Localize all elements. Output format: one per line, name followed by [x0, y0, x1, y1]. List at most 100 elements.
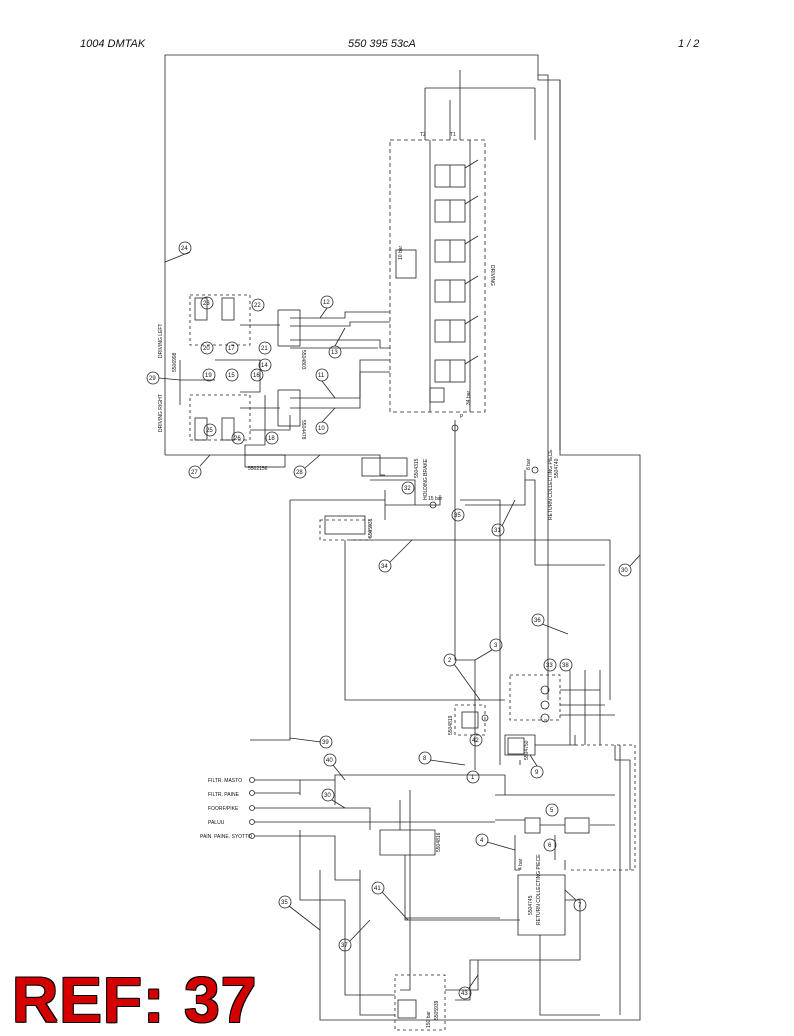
callout-16: 16	[250, 368, 264, 382]
svg-text:40: 40	[326, 758, 333, 764]
callout-26: 26	[231, 431, 245, 445]
svg-text:5: 5	[550, 808, 554, 814]
callout-29: 29	[146, 371, 181, 385]
callout-10: 10	[315, 407, 336, 435]
svg-text:23: 23	[203, 301, 210, 307]
callout-28: 28	[293, 454, 321, 479]
label-foorf-pike: FOORF/PIKE	[208, 806, 239, 812]
label-part-5504819: 5504819	[448, 715, 454, 735]
svg-text:21: 21	[261, 346, 268, 352]
label-part-5504816: 5504816	[436, 832, 442, 852]
svg-text:11: 11	[318, 373, 325, 379]
label-bar-15: 15 bar	[428, 496, 443, 502]
svg-text:8: 8	[423, 756, 427, 762]
svg-text:41: 41	[374, 886, 381, 892]
svg-text:30: 30	[621, 568, 628, 574]
callout-41: 41	[371, 881, 409, 921]
label-holding-brake: HOLDING BRAKE	[423, 458, 429, 500]
label-pain-paine-syotto: PAIN. PAINE. SYOTTO	[200, 834, 252, 840]
label-port-t1: T1	[450, 132, 456, 138]
callout-25: 25	[203, 423, 217, 437]
svg-text:42: 42	[472, 738, 479, 744]
callout-8: 8	[418, 751, 466, 766]
callout-31: 31	[491, 499, 516, 537]
label-part-5502156: 5502156	[248, 466, 268, 472]
header-page-number: 1 / 2	[678, 38, 700, 50]
label-part-5504478: 5504478	[300, 420, 306, 440]
svg-text:29: 29	[149, 376, 156, 382]
callout-4: 4	[475, 833, 516, 851]
label-part-5504803: 5504803	[300, 350, 306, 370]
svg-text:36: 36	[534, 618, 541, 624]
svg-text:27: 27	[191, 470, 198, 476]
header-drawing-number: 550 395 53cA	[348, 38, 416, 50]
pipe-network	[164, 54, 641, 1031]
callout-20: 20	[200, 341, 214, 355]
svg-text:35: 35	[454, 513, 461, 519]
callout-12: 12	[319, 295, 334, 319]
label-bar-34: 34 bar	[466, 390, 472, 405]
callout-39: 39	[289, 735, 333, 749]
callout-9: 9	[529, 754, 544, 779]
svg-text:10: 10	[318, 426, 325, 432]
svg-text:13: 13	[331, 350, 338, 356]
callout-36: 36	[531, 613, 569, 635]
svg-text:15: 15	[228, 373, 235, 379]
callout-40: 40	[323, 753, 346, 781]
label-driving-left: DRIVING LEFT	[158, 324, 164, 358]
label-paluu: PALUU	[208, 820, 225, 826]
callout-22: 22	[251, 298, 265, 312]
label-bar-4: 4 bar	[518, 858, 524, 870]
reference-label: REF: 37	[12, 964, 258, 1036]
svg-text:9: 9	[535, 770, 539, 776]
callout-3: 3	[474, 638, 503, 661]
svg-text:16: 16	[253, 373, 260, 379]
label-bar-150: 150 bar	[426, 1011, 432, 1028]
callout-42: 42	[469, 733, 483, 747]
svg-text:18: 18	[268, 436, 275, 442]
callout-33: 33	[543, 658, 557, 672]
callout-21: 21	[258, 341, 272, 355]
svg-text:28: 28	[296, 470, 303, 476]
callout-5: 5	[545, 803, 559, 817]
label-part-5504750: 5504750	[524, 740, 530, 760]
svg-text:35: 35	[281, 900, 288, 906]
label-port-p: P	[460, 414, 464, 420]
svg-text:4: 4	[480, 838, 484, 844]
label-filtr-masto: FILTR. MASTO	[208, 778, 242, 784]
motor-valves	[194, 297, 301, 468]
svg-text:43: 43	[461, 991, 468, 997]
callout-14: 14	[258, 358, 272, 372]
callout-30-lower: 30	[321, 788, 346, 809]
port-symbols	[249, 777, 255, 839]
callout-7: 7	[564, 889, 587, 912]
svg-text:3: 3	[494, 643, 498, 649]
callout-34: 34	[378, 539, 413, 573]
label-part-5504745: 5504745	[528, 895, 534, 915]
label-part-5506998: 5506998	[172, 352, 178, 372]
label-return-collecting-bottom: RETURN COLLECTING PIECE	[536, 854, 542, 925]
svg-text:24: 24	[181, 246, 188, 252]
svg-text:32: 32	[404, 486, 411, 492]
callout-35-lower: 35	[278, 895, 321, 931]
label-bar-10: 10 bar	[398, 245, 404, 260]
callout-15: 15	[225, 368, 239, 382]
label-filtr-paine: FILTR. PAINE	[208, 792, 240, 798]
callout-37: 37	[338, 919, 371, 952]
svg-text:26: 26	[234, 436, 241, 442]
svg-text:12: 12	[323, 300, 330, 306]
callout-19: 19	[202, 368, 216, 382]
svg-text:30: 30	[324, 793, 331, 799]
callout-30: 30	[618, 554, 641, 577]
svg-text:38: 38	[562, 663, 569, 669]
callout-18: 18	[265, 431, 279, 445]
label-part-5505939: 5505939	[434, 1000, 440, 1020]
component-labels: DRIVING LEFT DRIVING RIGHT DRIVING HOLDI…	[158, 132, 560, 1028]
svg-text:6: 6	[548, 843, 552, 849]
label-part-5504740: 5504740	[554, 458, 560, 478]
callout-23: 23	[200, 296, 214, 310]
callout-24: 24	[164, 241, 192, 263]
label-port-t2: T2	[420, 132, 426, 138]
svg-text:39: 39	[322, 740, 329, 746]
